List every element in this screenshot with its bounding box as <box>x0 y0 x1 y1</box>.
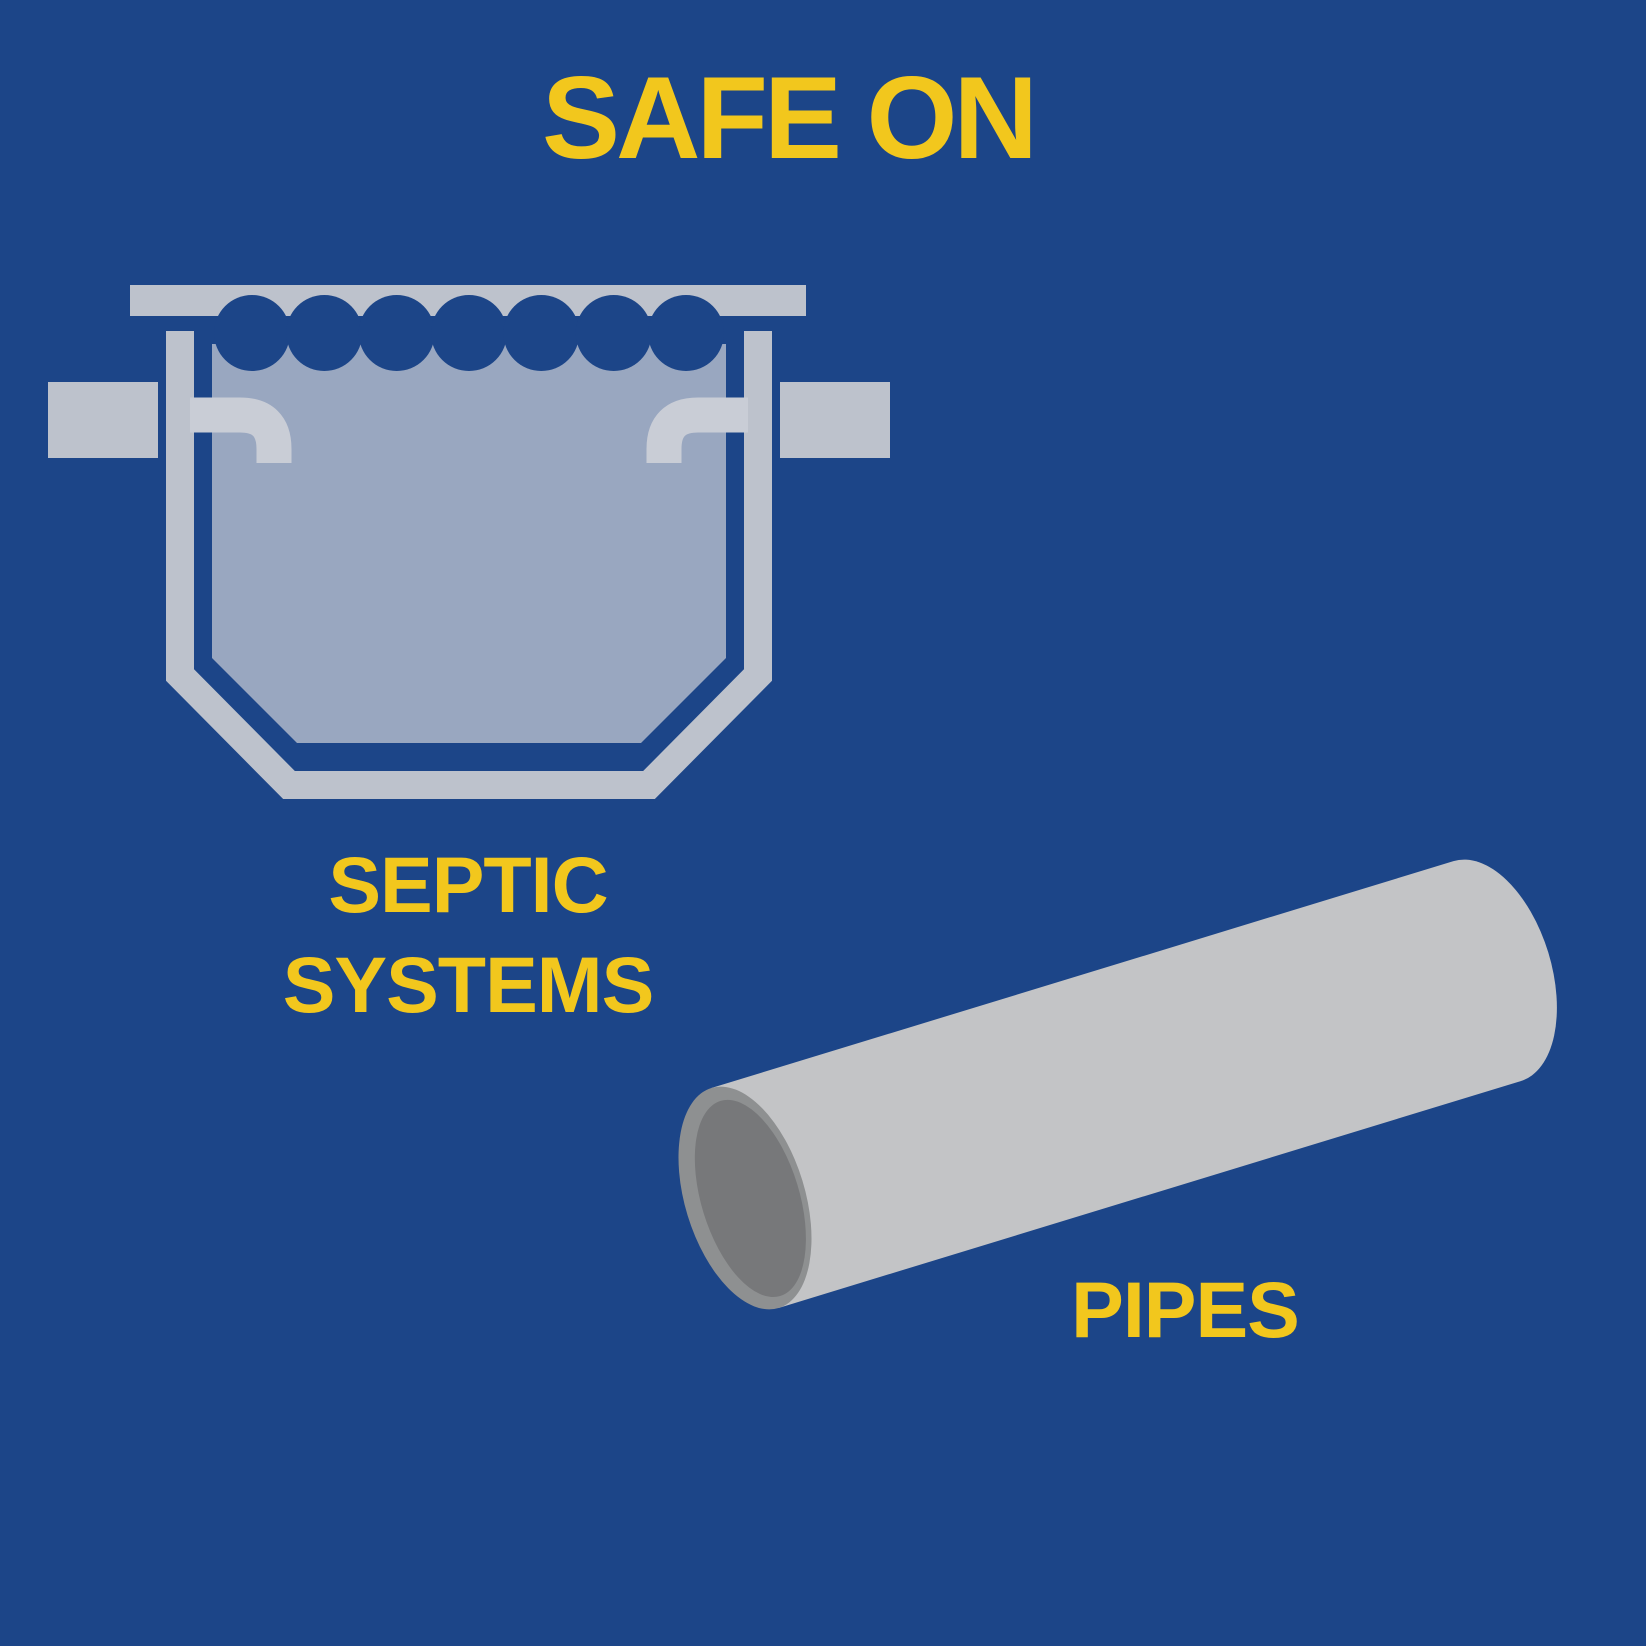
tank-outlet-pipe <box>780 382 890 458</box>
pipe-opening <box>694 1099 806 1298</box>
pipe-body <box>711 859 1557 1308</box>
tank-water <box>212 295 726 743</box>
tank-inlet-baffle <box>190 397 292 463</box>
pipe-icon <box>678 859 1557 1310</box>
septic-systems-label: SEPTIC SYSTEMS <box>282 835 655 1035</box>
tank-inlet-pipe <box>48 382 158 458</box>
tank-outlet-baffle <box>646 397 748 463</box>
tank-water-scallops <box>214 295 724 371</box>
septic-tank-icon <box>48 285 890 799</box>
septic-systems-label-line1: SEPTIC <box>328 840 608 929</box>
tank-water-body <box>212 344 726 743</box>
pipes-label: PIPES <box>1071 1265 1300 1354</box>
tank-wall <box>166 331 772 799</box>
page-title: SAFE ON <box>541 52 1038 183</box>
septic-systems-label-line2: SYSTEMS <box>282 940 655 1029</box>
